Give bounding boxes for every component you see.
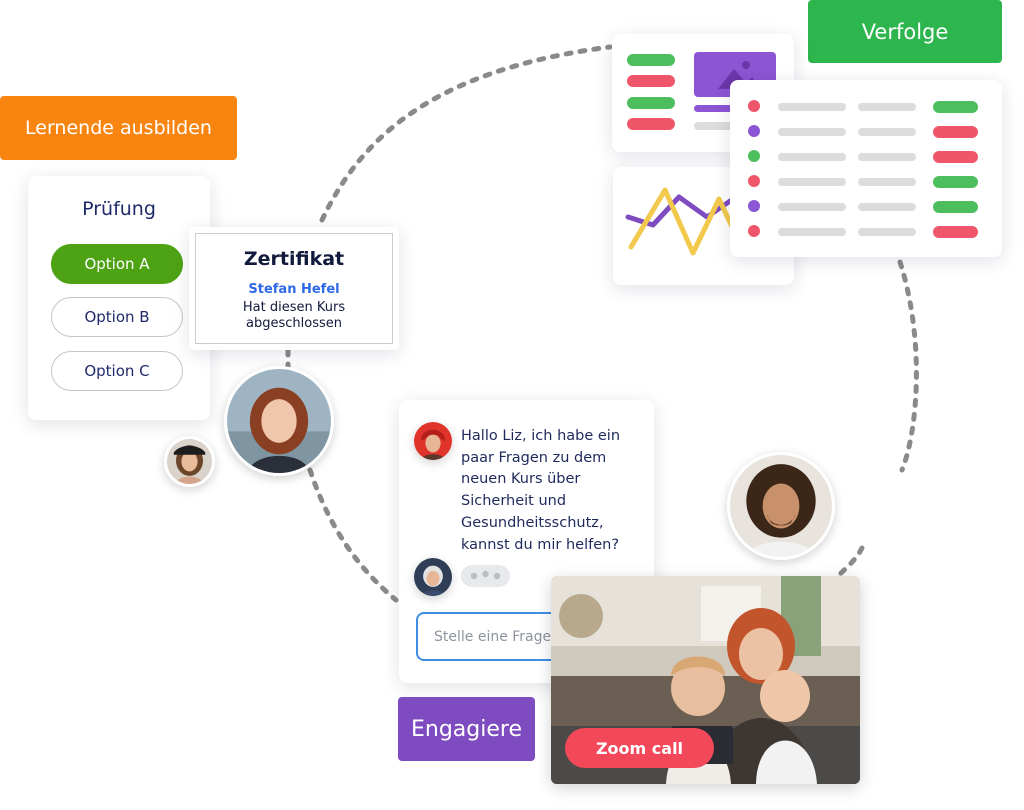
row-placeholder [778, 228, 846, 236]
option-b-button[interactable]: Option B [51, 297, 183, 337]
row-placeholder [858, 203, 916, 211]
row-placeholder [778, 203, 846, 211]
train-learners-label: Lernende ausbilden [0, 96, 237, 160]
certificate-card: Zertifikat Stefan Hefel Hat diesen Kurs … [189, 227, 399, 350]
chat-avatar-sender [414, 422, 452, 460]
row-placeholder [858, 153, 916, 161]
status-dot [748, 100, 760, 112]
row-status-bar [933, 176, 978, 188]
status-dot [748, 125, 760, 137]
engage-label: Engagiere [398, 697, 535, 761]
line-chart-icon [625, 187, 738, 256]
option-c-button[interactable]: Option C [51, 351, 183, 391]
row-status-bar [933, 126, 978, 138]
bar-red-1 [627, 75, 675, 87]
avatar-learner-small [164, 436, 215, 487]
certificate-line-2: abgeschlossen [246, 316, 342, 331]
certificate-border: Zertifikat Stefan Hefel Hat diesen Kurs … [195, 233, 393, 344]
bar-green-1 [627, 54, 675, 66]
status-dot [748, 150, 760, 162]
progress-table-card [730, 80, 1002, 257]
bar-red-2 [627, 118, 675, 130]
chat-message: Hallo Liz, ich habe ein paar Fragen zu d… [461, 428, 621, 553]
image-caption-bar [694, 105, 749, 112]
row-status-bar [933, 151, 978, 163]
image-meta-bar [694, 122, 749, 130]
row-placeholder [778, 103, 846, 111]
row-placeholder [778, 153, 846, 161]
certificate-recipient: Stefan Hefel [248, 282, 340, 297]
row-status-bar [933, 201, 978, 213]
certificate-text: Hat diesen Kurs abgeschlossen [196, 300, 392, 332]
typing-dots-icon [461, 565, 510, 587]
chat-avatar-responder [414, 558, 452, 596]
certificate-line-1: Hat diesen Kurs [242, 300, 346, 315]
avatar-learner-large [224, 366, 334, 476]
zoom-call-button[interactable]: Zoom call [565, 728, 714, 768]
certificate-title: Zertifikat [243, 248, 345, 270]
status-dot [748, 225, 760, 237]
row-placeholder [858, 128, 916, 136]
status-dot [748, 200, 760, 212]
row-placeholder [858, 178, 916, 186]
status-dot [748, 175, 760, 187]
row-placeholder [778, 178, 846, 186]
row-placeholder [858, 228, 916, 236]
row-placeholder [778, 128, 846, 136]
avatar-instructor [727, 452, 835, 560]
exam-title: Prüfung [82, 198, 156, 220]
row-placeholder [858, 103, 916, 111]
row-status-bar [933, 226, 978, 238]
option-a-button[interactable]: Option A [51, 244, 183, 284]
bar-green-2 [627, 97, 675, 109]
track-label: Verfolge [808, 0, 1002, 63]
exam-card: Prüfung Option A Option B Option C [28, 176, 210, 420]
row-status-bar [933, 101, 978, 113]
